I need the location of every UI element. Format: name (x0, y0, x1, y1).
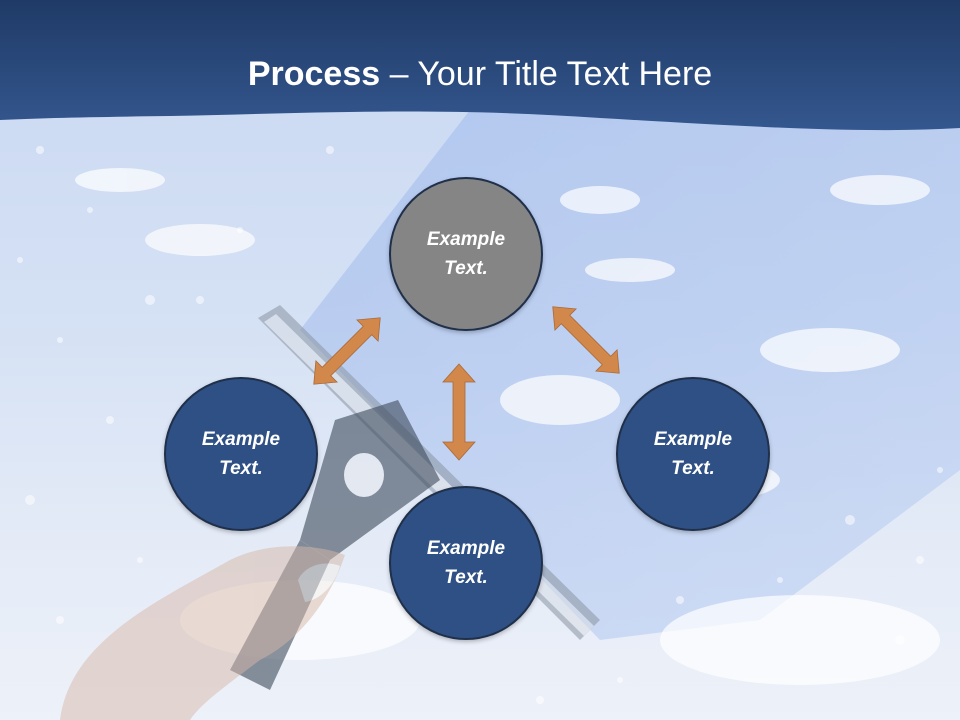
process-step-top: Example Text. (389, 177, 543, 331)
step-bottom-label: Example Text. (426, 538, 506, 588)
title-bold: Process (247, 55, 381, 93)
step-left-label: Example Text. (201, 429, 281, 479)
title-rest: – Your Title Text Here (380, 55, 713, 93)
process-step-bottom: Example Text. (389, 486, 543, 640)
page-title: Process – Your Title Text Here (0, 52, 960, 96)
step-top-label: Example Text. (426, 229, 506, 279)
step-right-label: Example Text. (653, 429, 733, 479)
process-step-right: Example Text. (616, 377, 770, 531)
process-step-left: Example Text. (164, 377, 318, 531)
